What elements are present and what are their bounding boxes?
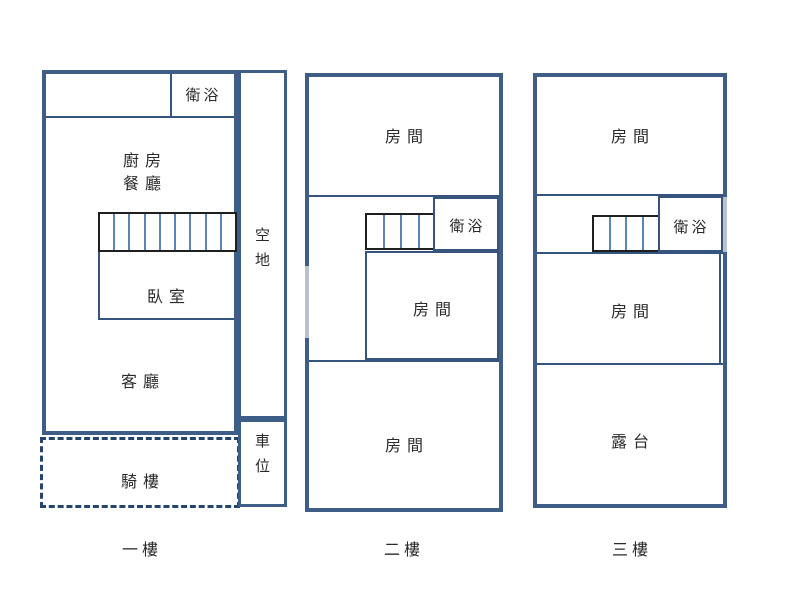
floor3-bathroom-outline — [658, 196, 723, 252]
floor2-room-middle-label: 房間 — [412, 302, 457, 319]
floor1-parking-char1: 車 — [254, 434, 270, 450]
floor1-open-space-char1: 空 — [254, 228, 270, 244]
stair-step — [130, 214, 146, 250]
floor2-room-top-label: 房間 — [384, 129, 429, 146]
floor1-parking-label: 車 位 — [238, 430, 287, 480]
floor2-divider-line-1 — [309, 195, 499, 197]
stair-step — [611, 217, 627, 250]
stair-step — [207, 214, 222, 250]
floor1-caption: 一樓 — [121, 542, 162, 559]
floor1-kitchen-label-line1: 廚房 — [122, 153, 167, 170]
floor1-arcade-label: 騎樓 — [120, 474, 165, 491]
floor3-divider-line-2 — [537, 252, 723, 254]
stair-step — [115, 214, 131, 250]
floor1-bedroom-left-wall-line — [98, 252, 100, 318]
stair-step — [594, 217, 611, 250]
floor1-outer-wall — [42, 70, 238, 435]
stair-step — [644, 217, 659, 250]
floor1-open-space-label: 空 地 — [238, 224, 287, 274]
floor3-terrace-label: 露台 — [610, 434, 655, 451]
stair-step — [161, 214, 177, 250]
floor1-bedroom-label: 臥室 — [146, 289, 191, 306]
floor2-room-middle-outline — [365, 251, 499, 360]
floor2-left-wall-opening — [305, 266, 309, 338]
floor3-stairs — [592, 215, 660, 252]
floor2-room-bottom-label: 房間 — [384, 438, 429, 455]
stair-step — [367, 215, 385, 248]
stair-step — [222, 214, 235, 250]
floor1-stairs — [98, 212, 237, 252]
floor3-caption: 三樓 — [611, 542, 652, 559]
floor1-top-divider-line — [46, 116, 234, 118]
floor1-bedroom-bottom-wall-line — [98, 318, 234, 320]
floor1-open-space-outline — [238, 70, 287, 419]
stair-step — [176, 214, 192, 250]
floor1-bathroom-label: 衛浴 — [185, 88, 222, 104]
stair-step — [146, 214, 161, 250]
floor1-bathroom-partition-line — [170, 74, 172, 118]
floor1-living-room-label: 客廳 — [120, 374, 165, 391]
stair-step — [100, 214, 116, 250]
floor3-bathroom-label: 衛浴 — [673, 220, 710, 236]
floor3-room-top-label: 房間 — [610, 129, 655, 146]
stair-step — [191, 214, 207, 250]
floor2-bathroom-label: 衛浴 — [449, 219, 486, 235]
stair-step — [627, 217, 644, 250]
floor3-room-middle-label: 房間 — [610, 304, 655, 321]
floor1-kitchen-dining-label: 廚房 餐廳 — [82, 150, 202, 196]
floor1-parking-outline — [238, 419, 287, 507]
floor2-caption: 二樓 — [383, 542, 424, 559]
floor3-divider-line-3 — [537, 363, 723, 365]
stair-step — [385, 215, 402, 248]
floor1-open-space-char2: 地 — [254, 253, 270, 269]
floor3-outer-wall — [533, 73, 727, 508]
stair-step — [402, 215, 420, 248]
floor1-parking-char2: 位 — [254, 459, 270, 475]
floor2-stairs — [365, 213, 437, 250]
floor3-room-middle-right-wall-line — [719, 252, 721, 365]
floor2-divider-line-2 — [309, 360, 499, 362]
floor1-kitchen-label-line2: 餐廳 — [122, 176, 167, 193]
floor3-divider-line-1 — [537, 194, 723, 196]
floor2-bathroom-outline — [433, 197, 499, 251]
floor3-right-wall-opening — [723, 197, 727, 252]
